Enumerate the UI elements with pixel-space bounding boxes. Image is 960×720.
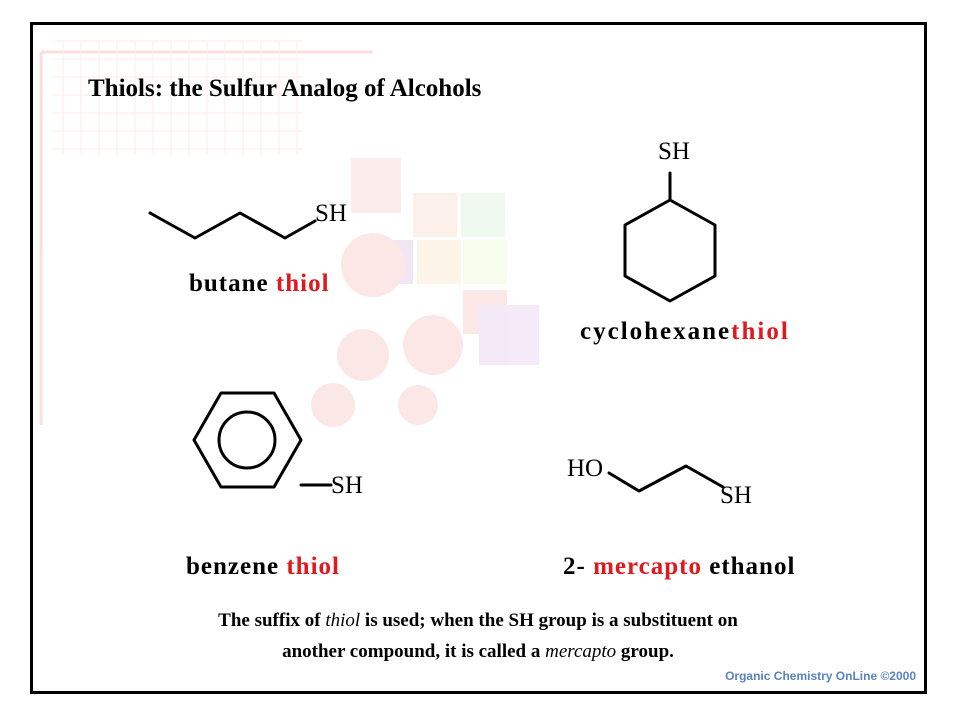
periodic-table-watermark bbox=[39, 40, 373, 425]
butanethiol-sh-label: SH bbox=[315, 200, 347, 227]
caption-text: is used; when the SH group is a substitu… bbox=[360, 610, 738, 631]
butanethiol-name: butane thiol bbox=[189, 270, 330, 298]
benzenethiol-sh-label: SH bbox=[331, 472, 363, 499]
caption-text: another compound, it is called a bbox=[282, 641, 546, 662]
cyclohexanethiol-name: cyclohexanethiol bbox=[580, 318, 790, 346]
slide-frame: Thiols: the Sulfur Analog of Alcohols SH… bbox=[30, 22, 927, 694]
cyclohexanethiol-sh-label: SH bbox=[658, 138, 690, 165]
mercaptoethanol-number: 2- bbox=[563, 553, 586, 580]
slide-title: Thiols: the Sulfur Analog of Alcohols bbox=[88, 75, 482, 102]
caption-line-1: The suffix of thiol is used; when the SH… bbox=[73, 605, 883, 636]
cyclohexane-ring bbox=[623, 198, 717, 303]
caption-text: group. bbox=[616, 641, 674, 662]
cyclohexanethiol-suffix: thiol bbox=[731, 318, 790, 345]
caption-line-2: another compound, it is called a mercapt… bbox=[73, 636, 883, 667]
caption-italic-term: thiol bbox=[325, 610, 361, 631]
benzenethiol-name: benzene thiol bbox=[186, 553, 340, 581]
caption-italic-term: mercapto bbox=[545, 641, 617, 662]
structures-canvas bbox=[39, 40, 725, 493]
cyclohexanethiol-prefix: cyclohexane bbox=[580, 318, 732, 345]
mercaptoethanol-name: 2- mercapto ethanol bbox=[563, 553, 795, 581]
molecule-watermark bbox=[311, 158, 539, 427]
caption: The suffix of thiol is used; when the SH… bbox=[73, 605, 883, 667]
butanethiol-chain bbox=[148, 211, 317, 240]
butanethiol-prefix: butane bbox=[189, 270, 269, 297]
caption-text: The suffix of bbox=[218, 610, 326, 631]
mercaptoethanol-ho-label: HO bbox=[567, 455, 604, 482]
mercaptoethanol-sh-label: SH bbox=[720, 482, 752, 509]
butanethiol-suffix: thiol bbox=[275, 270, 330, 297]
benzenethiol-prefix: benzene bbox=[186, 553, 280, 580]
mercaptoethanol-chain bbox=[607, 464, 725, 493]
mercaptoethanol-parent: ethanol bbox=[709, 553, 796, 580]
benzenethiol-suffix: thiol bbox=[286, 553, 340, 580]
mercaptoethanol-substituent: mercapto bbox=[593, 553, 702, 580]
benzene-ring bbox=[192, 391, 303, 489]
benzene-aromatic-circle bbox=[217, 410, 277, 470]
copyright-credit: Organic Chemistry OnLine ©2000 bbox=[725, 669, 916, 683]
